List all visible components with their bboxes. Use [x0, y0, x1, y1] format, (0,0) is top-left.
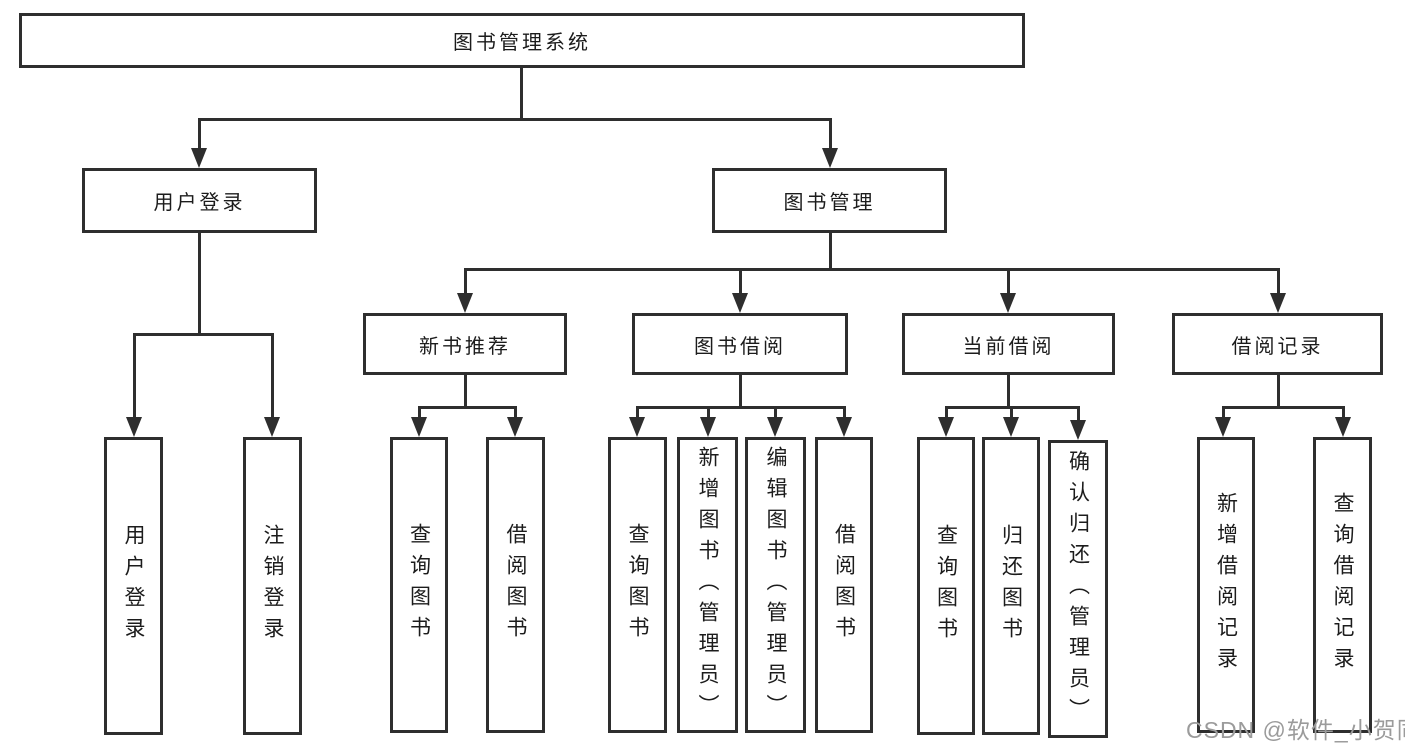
connector-line [198, 118, 832, 121]
arrowhead-down-icon [1270, 293, 1286, 313]
node-user-login: 用户登录 [82, 168, 317, 233]
arrowhead-down-icon [126, 417, 142, 437]
connector-line [636, 406, 845, 409]
arrowhead-down-icon [1215, 417, 1231, 437]
connector-line [829, 118, 832, 150]
leaf-label: 借阅图书 [504, 523, 527, 647]
leaf-label: 新增借阅记录 [1214, 492, 1238, 678]
connector-line [945, 406, 948, 419]
connector-line [514, 406, 517, 419]
arrowhead-down-icon [700, 417, 716, 437]
leaf-confirm-return-admin: 确认归还（管理员） [1048, 440, 1108, 738]
connector-line [464, 268, 1280, 271]
connector-line [418, 406, 517, 409]
connector-line [774, 406, 777, 419]
connector-line [636, 406, 639, 419]
leaf-label: 查询图书 [934, 524, 958, 648]
leaf-borrow-books-2: 借阅图书 [815, 437, 873, 733]
connector-line [133, 333, 136, 419]
arrowhead-down-icon [1000, 293, 1016, 313]
node-current-borrow: 当前借阅 [902, 313, 1115, 375]
leaf-label: 借阅图书 [832, 523, 856, 647]
node-root: 图书管理系统 [19, 13, 1025, 68]
connector-line [1007, 375, 1010, 408]
leaf-query-books-3: 查询图书 [917, 437, 975, 735]
arrowhead-down-icon [629, 417, 645, 437]
connector-line [1277, 375, 1280, 408]
watermark: CSDN @软件_小贺同学 [1186, 717, 1405, 743]
leaf-label: 注销登录 [261, 524, 284, 648]
node-book-borrow: 图书借阅 [632, 313, 848, 375]
leaf-borrow-books-1: 借阅图书 [486, 437, 545, 733]
connector-line [829, 233, 832, 271]
leaf-query-borrow-record: 查询借阅记录 [1313, 437, 1372, 733]
connector-line [1222, 406, 1344, 409]
leaf-logout: 注销登录 [243, 437, 302, 735]
leaf-label: 编辑图书（管理员） [764, 445, 787, 725]
leaf-label: 查询图书 [626, 523, 649, 647]
arrowhead-down-icon [1335, 417, 1351, 437]
arrowhead-down-icon [822, 148, 838, 168]
arrowhead-down-icon [732, 293, 748, 313]
arrowhead-down-icon [191, 148, 207, 168]
arrowhead-down-icon [767, 417, 783, 437]
leaf-label: 查询借阅记录 [1331, 492, 1354, 678]
connector-line [707, 406, 710, 419]
leaf-label: 确认归还（管理员） [1066, 449, 1090, 729]
node-new-book-recommend: 新书推荐 [363, 313, 567, 375]
connector-line [1277, 268, 1280, 295]
arrowhead-down-icon [264, 417, 280, 437]
connector-line [1010, 406, 1013, 419]
leaf-label: 新增图书（管理员） [696, 445, 719, 725]
connector-line [133, 333, 274, 336]
node-book-management: 图书管理 [712, 168, 947, 233]
connector-line [1007, 268, 1010, 295]
leaf-query-books-2: 查询图书 [608, 437, 667, 733]
leaf-edit-book-admin: 编辑图书（管理员） [745, 437, 806, 733]
connector-line [1222, 406, 1225, 419]
node-borrow-records: 借阅记录 [1172, 313, 1383, 375]
leaf-label: 用户登录 [122, 524, 145, 648]
arrowhead-down-icon [457, 293, 473, 313]
connector-line [464, 375, 467, 408]
connector-line [1342, 406, 1345, 419]
leaf-return-books: 归还图书 [982, 437, 1040, 735]
connector-line [520, 68, 523, 121]
leaf-label: 归还图书 [999, 524, 1023, 648]
connector-line [843, 406, 846, 419]
connector-line [418, 406, 421, 419]
arrowhead-down-icon [411, 417, 427, 437]
arrowhead-down-icon [938, 417, 954, 437]
connector-line [1077, 406, 1080, 422]
leaf-label: 查询图书 [407, 523, 431, 647]
arrowhead-down-icon [836, 417, 852, 437]
connector-line [739, 268, 742, 295]
arrowhead-down-icon [1003, 417, 1019, 437]
leaf-user-login: 用户登录 [104, 437, 163, 735]
connector-line [271, 333, 274, 419]
connector-line [198, 118, 201, 150]
leaf-add-book-admin: 新增图书（管理员） [677, 437, 738, 733]
arrowhead-down-icon [507, 417, 523, 437]
connector-line [198, 233, 201, 336]
arrowhead-down-icon [1070, 420, 1086, 440]
connector-line [464, 268, 467, 295]
leaf-query-books-1: 查询图书 [390, 437, 448, 733]
connector-line [739, 375, 742, 408]
leaf-add-borrow-record: 新增借阅记录 [1197, 437, 1255, 733]
